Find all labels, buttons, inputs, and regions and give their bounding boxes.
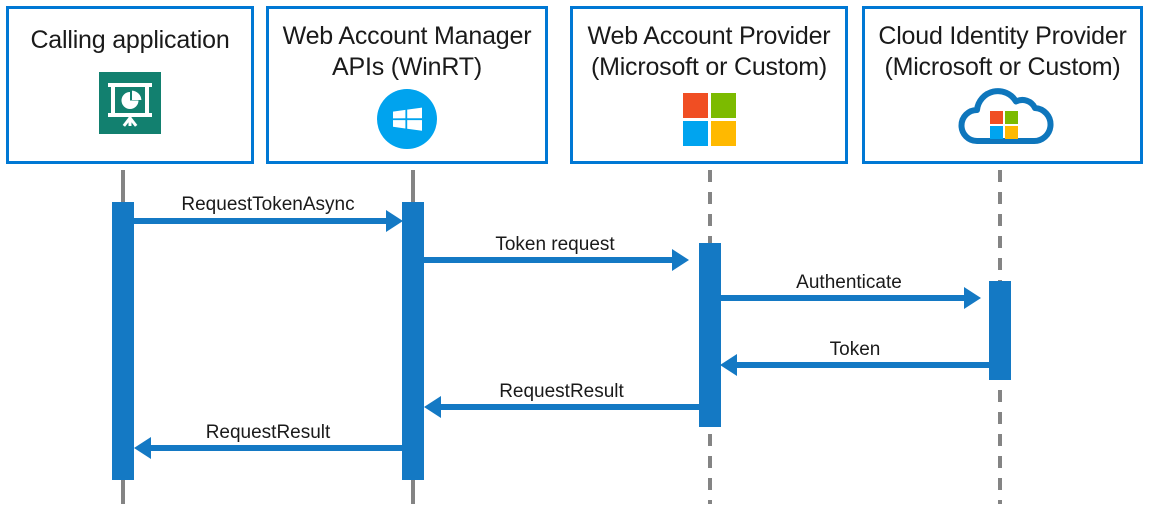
ms-square-red <box>682 93 708 118</box>
activation-web-account-provider <box>699 243 721 427</box>
participant-calling-application[interactable]: Calling application <box>6 6 254 164</box>
message-label-request-result-provider: RequestResult <box>499 381 624 402</box>
message-line-authenticate <box>721 295 966 301</box>
presentation-chart-icon <box>99 72 161 134</box>
microsoft-squares-icon <box>682 93 736 146</box>
participant-label: Cloud Identity Provider (Microsoft or Cu… <box>878 22 1127 81</box>
message-label-token: Token <box>829 339 881 360</box>
message-label-request-result-app: RequestResult <box>205 422 331 443</box>
message-arrowhead-token <box>720 354 737 376</box>
message-line-token-request <box>424 257 674 263</box>
activation-cloud-identity-provider <box>989 281 1011 380</box>
cloud-microsoft-icon <box>947 87 1059 149</box>
message-line-request-result-provider <box>441 404 699 410</box>
participant-web-account-provider[interactable]: Web Account Provider (Microsoft or Custo… <box>570 6 848 164</box>
windows-logo-icon <box>377 89 437 149</box>
message-line-token <box>737 362 989 368</box>
message-label-token-request: Token request <box>495 234 615 255</box>
ms-square-green <box>710 93 736 118</box>
message-arrowhead-token-request <box>672 249 689 271</box>
participant-label: Calling application <box>30 26 230 54</box>
ms-square-blue <box>682 121 708 146</box>
participant-label: Web Account Provider (Microsoft or Custo… <box>587 22 831 81</box>
message-arrowhead-request-result-app <box>134 437 151 459</box>
activation-web-account-manager-apis <box>402 202 424 480</box>
message-arrowhead-request-token-async <box>386 210 403 232</box>
ms-square-yellow <box>710 121 736 146</box>
participant-web-account-manager-apis[interactable]: Web Account Manager APIs (WinRT) <box>266 6 548 164</box>
participant-cloud-identity-provider[interactable]: Cloud Identity Provider (Microsoft or Cu… <box>862 6 1143 164</box>
message-label-authenticate: Authenticate <box>796 272 902 293</box>
participant-label: Web Account Manager APIs (WinRT) <box>282 22 532 81</box>
message-label-request-token-async: RequestTokenAsync <box>181 194 355 215</box>
message-line-request-token-async <box>134 218 389 224</box>
message-line-request-result-app <box>151 445 402 451</box>
message-arrowhead-request-result-provider <box>424 396 441 418</box>
message-arrowhead-authenticate <box>964 287 981 309</box>
activation-calling-application <box>112 202 134 480</box>
